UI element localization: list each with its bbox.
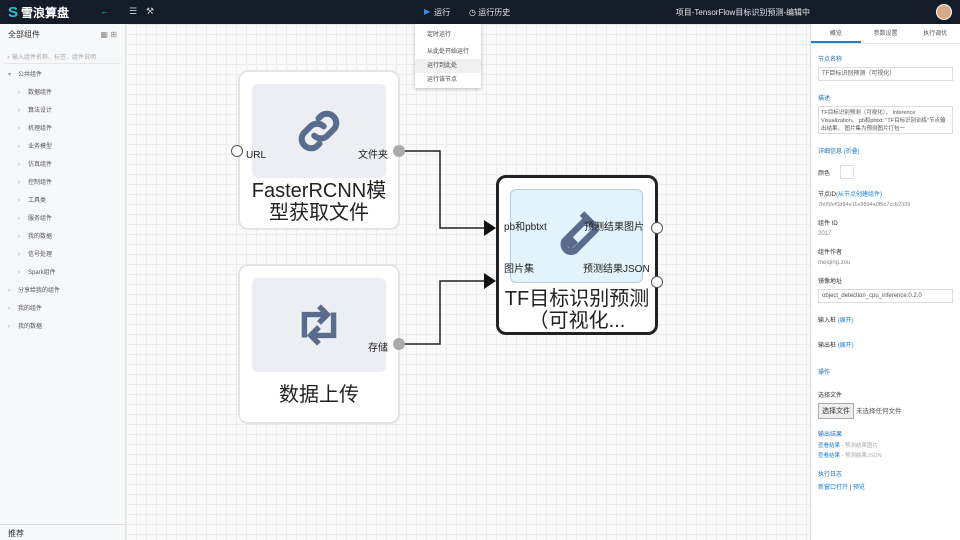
sync-icon [252,278,386,372]
menu-item-run-from-here[interactable]: 从此处开始运行 [427,49,470,55]
tree-item[interactable]: ›我的数据 [18,234,53,240]
view-result-image-link[interactable]: 查看结果 [818,443,841,449]
tab-params[interactable]: 参数设置 [873,31,898,37]
collapse-link[interactable]: (折叠) [843,149,860,155]
tree-item[interactable]: ›分享给我的组件 [8,288,61,294]
recommend-tab[interactable]: 推荐 [0,524,126,540]
sidebar-title: 全部组件 [8,30,40,39]
avatar[interactable] [936,4,952,20]
color-picker[interactable] [840,165,855,179]
flask-icon [510,189,643,283]
expand-output-link[interactable]: (展开) [837,343,854,349]
tree-item[interactable]: ›我的组件 [8,306,43,312]
tree-item[interactable]: ›业务模型 [18,144,53,150]
tree-root[interactable]: ▾公共组件 [8,72,43,78]
port-result-image[interactable] [651,222,663,234]
project-title: 项目-TensorFlow目标识别预测-编辑中 [675,8,810,17]
description-textarea[interactable]: TF目标识别预测（可视化）， Inference Visualization。 … [818,106,953,134]
menu-item-run-node[interactable]: 运行该节点 [427,77,458,83]
node-data-upload[interactable]: 数据上传 [238,264,400,424]
tab-exec[interactable]: 执行调优 [923,31,948,37]
port-url[interactable] [231,145,243,157]
tree-item[interactable]: ›控制组件 [18,180,53,186]
clock-icon: ◷ [469,8,479,17]
port-storage[interactable] [393,338,405,350]
component-search-input[interactable]: ⌕ 输入组件名称、标签、组件说明 [4,48,121,64]
view-toggle-icon[interactable]: ▦ ⊞ [100,30,117,39]
edge [399,280,486,345]
run-dropdown-menu: 定时运行 从此处开始运行 运行到此处 运行该节点 [415,24,481,88]
arrow-icon [484,220,496,236]
port-folder[interactable] [393,145,405,157]
tree-item[interactable]: ›机理组件 [18,126,53,132]
tree-item[interactable]: ›工具类 [18,198,47,204]
tree-item[interactable]: ›算法设计 [18,108,53,114]
run-history-button[interactable]: ◷ 运行历史 [469,8,511,17]
tree-item[interactable]: ›我的数据 [8,324,43,330]
log-preview-link[interactable]: 预览 [852,485,865,491]
tab-overview[interactable]: 概览 [811,24,861,43]
image-address-input[interactable]: object_detection_cpu_inference:0.2.0 [818,289,953,303]
node-tf-detection[interactable]: TF目标识别预测（可视化... [496,175,658,335]
tree-item[interactable]: ›服务组件 [18,216,53,222]
run-button[interactable]: ▶运行 [424,7,451,17]
node-fasterrcnn[interactable]: FasterRCNN模型获取文件 [238,70,400,230]
log-new-window-link[interactable]: 新窗口打开 [818,485,849,491]
tree-item[interactable]: ›数据组件 [18,90,53,96]
tree-item[interactable]: ›仿真组件 [18,162,53,168]
edge [399,150,486,229]
edges [399,150,496,345]
link-icon [252,84,386,178]
menu-item-run-to-here[interactable]: 运行到此处 [415,59,481,73]
menu-item-scheduled-run[interactable]: 定时运行 [427,32,452,38]
node-name-input[interactable]: TF目标识别预测（可视化） [818,67,953,81]
view-result-json-link[interactable]: 查看结果 [818,453,841,459]
list-icon[interactable]: ☰ [129,6,138,16]
choose-file-button[interactable]: 选择文件 [818,403,854,419]
flow-canvas[interactable]: FasterRCNN模型获取文件 URL 文件夹 数据上传 存储 TF目标识别预… [126,24,810,540]
play-icon: ▶ [424,7,431,16]
tree-item[interactable]: ›Spark组件 [18,270,56,276]
tree-item[interactable]: ›信号处理 [18,252,53,258]
port-result-json[interactable] [651,276,663,288]
create-component-link[interactable]: (从节点创建组件) [836,192,883,198]
expand-input-link[interactable]: (展开) [837,318,854,324]
component-sidebar: 全部组件 ▦ ⊞ ⌕ 输入组件名称、标签、组件说明 ▾公共组件 ›数据组件 ›算法… [0,24,126,540]
arrow-icon [484,273,496,289]
properties-panel: 概览 参数设置 执行调优 节点名称 TF目标识别预测（可视化） 描述 TF目标识… [810,24,960,540]
magic-icon[interactable]: ⚒ [146,6,155,16]
collapse-icon[interactable]: ← [100,6,109,16]
